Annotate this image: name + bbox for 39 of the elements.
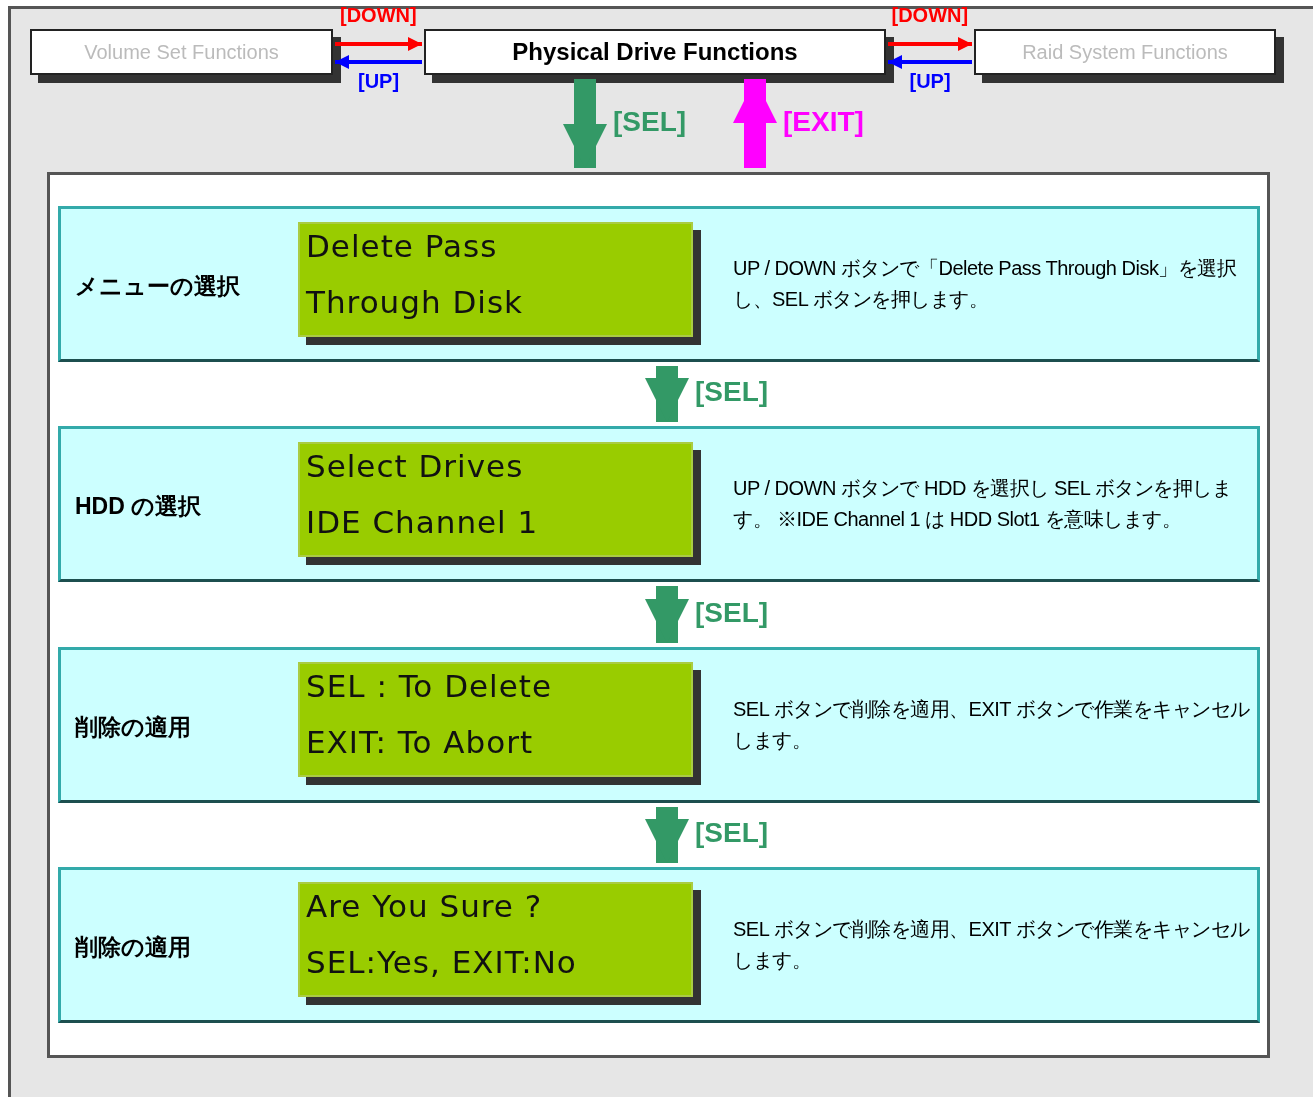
arrow (645, 586, 689, 643)
display-line: SEL : To Delete (306, 668, 553, 704)
arrow (645, 366, 689, 422)
step-heading: HDD の選択 (75, 492, 202, 521)
display-line: Through Disk (306, 284, 524, 320)
display-line: EXIT: To Abort (306, 724, 534, 760)
step-heading: 削除の適用 (75, 713, 191, 742)
edge-label: [UP] (358, 70, 400, 93)
panel-background (47, 172, 1270, 1058)
edge-label: [SEL] (695, 376, 769, 408)
step-box (58, 426, 1260, 582)
edge-label: [SEL] (695, 596, 769, 629)
edge-label: [DOWN] (340, 4, 417, 27)
edge-label: [SEL] (613, 105, 687, 138)
step-box (58, 867, 1260, 1023)
arrow (563, 79, 607, 168)
display-line: SEL:Yes, EXIT:No (306, 944, 577, 980)
display-line: Delete Pass (306, 228, 498, 264)
edge-label: [SEL] (695, 817, 769, 849)
display-line: Select Drives (306, 448, 524, 484)
step-description: UP / DOWN ボタンで HDD を選択し SEL ボタンを押します。 ※IDE Channel 1 は HDD Slot1 を意味します。 (733, 476, 1233, 532)
display-line: Are You Sure ? (306, 888, 543, 924)
step-heading: 削除の適用 (75, 933, 191, 962)
step-box (58, 647, 1260, 803)
edge-label: [UP] (909, 70, 951, 93)
arrow (645, 807, 689, 863)
arrow (733, 79, 777, 168)
display-line: IDE Channel 1 (306, 504, 539, 540)
arrow (888, 37, 972, 51)
arrow (335, 55, 422, 69)
arrow (335, 37, 422, 51)
edge-label: [EXIT] (783, 105, 864, 138)
step-description: SEL ボタンで削除を適用、EXIT ボタンで作業をキャンセルします。 (733, 697, 1251, 753)
step-box (58, 206, 1260, 362)
step-heading: メニューの選択 (75, 272, 240, 301)
arrow (888, 55, 972, 69)
step-description: SEL ボタンで削除を適用、EXIT ボタンで作業をキャンセルします。 (733, 917, 1251, 973)
step-description: UP / DOWN ボタンで「Delete Pass Through Disk」を選択し、SEL ボタンを押します。 (733, 256, 1238, 312)
edge-label: [DOWN] (891, 4, 969, 27)
